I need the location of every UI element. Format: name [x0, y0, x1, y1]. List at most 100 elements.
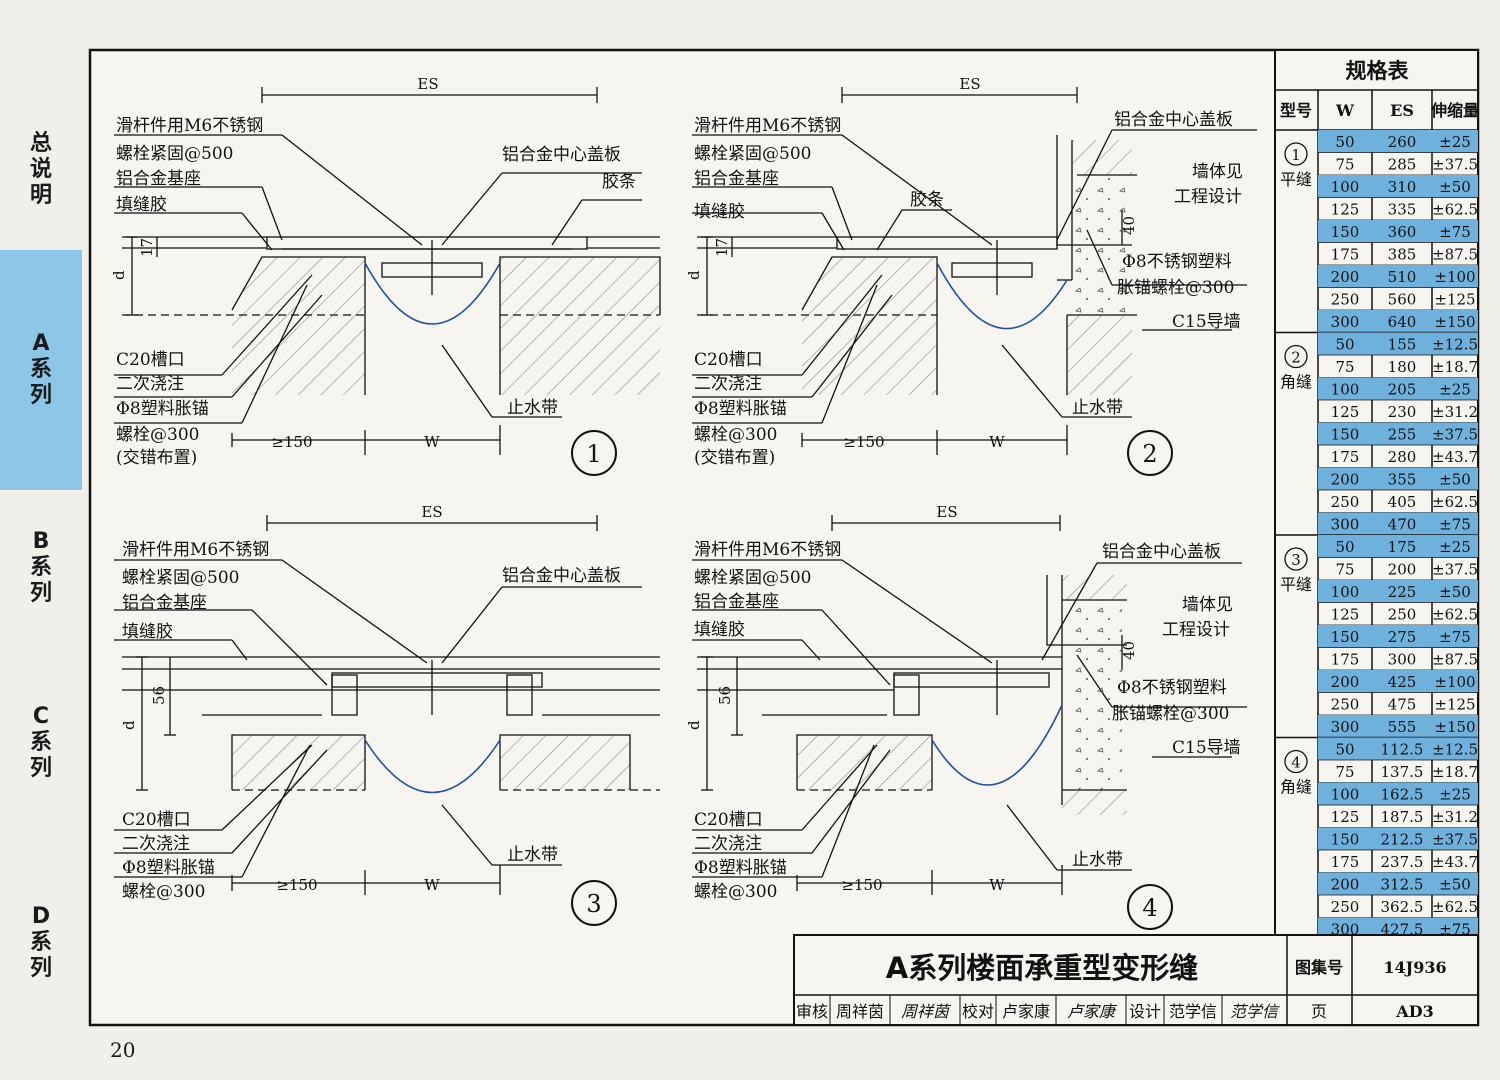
- spec-cell: 285: [1388, 156, 1417, 174]
- spec-cell: 125: [1331, 808, 1360, 826]
- detail-4-ss1: Φ8不锈钢塑料: [1117, 678, 1227, 698]
- spec-cell: 275: [1388, 628, 1417, 646]
- spec-cell: ±62.5: [1432, 606, 1478, 624]
- spec-cell: 250: [1331, 291, 1360, 309]
- spec-cell: 137.5: [1381, 763, 1424, 781]
- detail-4-min: ≥150: [841, 876, 882, 894]
- detail-1-rod: 滑杆件用M6不锈钢: [116, 116, 263, 136]
- detail-4-anchor2: 螺栓@300: [694, 882, 777, 902]
- detail-1-min: ≥150: [271, 433, 312, 451]
- detail-4-c15: C15导墙: [1172, 738, 1241, 758]
- detail-3-number: 3: [586, 890, 601, 918]
- detail-1-w: W: [424, 433, 440, 451]
- spec-cell: 75: [1335, 763, 1354, 781]
- detail-3-anchor: Φ8塑料胀锚: [122, 858, 215, 878]
- spec-row-highlight: [1318, 422, 1478, 445]
- spec-cell: ±150: [1434, 313, 1475, 331]
- spec-cell: 155: [1388, 336, 1417, 354]
- detail-1: 1 ES ≥150 W d 17 滑杆件用M6不锈钢 螺栓紧固@500 铝合金基…: [110, 75, 661, 476]
- spec-cell: ±87.5: [1432, 651, 1478, 669]
- detail-2-w: W: [989, 433, 1005, 451]
- spec-row-highlight: [1318, 535, 1478, 558]
- spec-cell: 250: [1331, 696, 1360, 714]
- spec-group-name: 平缝: [1280, 170, 1312, 189]
- spec-cell: 237.5: [1381, 853, 1424, 871]
- spec-cell: 355: [1388, 471, 1417, 489]
- spec-cell: 335: [1388, 201, 1417, 219]
- detail-3-es: ES: [421, 503, 442, 521]
- detail-3-anchor2: 螺栓@300: [122, 882, 205, 902]
- spec-cell: 150: [1331, 426, 1360, 444]
- spec-cell: 200: [1331, 268, 1360, 286]
- spec-group-circle: [1284, 344, 1308, 369]
- detail-2-min: ≥150: [843, 433, 884, 451]
- tab-label: B系列: [29, 528, 52, 606]
- spec-cell: 50: [1335, 133, 1354, 151]
- detail-3-d: d: [120, 720, 138, 730]
- spec-cell: 100: [1331, 381, 1360, 399]
- spec-cell: 385: [1388, 246, 1417, 264]
- detail-4-bolt: 螺栓紧固@500: [694, 568, 811, 588]
- detail-2-wall1: 墙体见: [1192, 162, 1243, 182]
- spec-cell: 162.5: [1381, 786, 1424, 804]
- spec-cell: ±62.5: [1432, 493, 1478, 511]
- drawing-sheet: 1 ES ≥150 W d 17 滑杆件用M6不锈钢 螺栓紧固@500 铝合金基…: [88, 48, 1480, 1027]
- spec-cell: 150: [1331, 831, 1360, 849]
- spec-row-highlight: [1318, 130, 1478, 153]
- spec-cell: 250: [1388, 606, 1417, 624]
- spec-cell: 260: [1388, 133, 1417, 151]
- detail-3-pour: 二次浇注: [122, 834, 190, 854]
- detail-4-d: d: [685, 720, 703, 730]
- spec-cell: ±62.5: [1432, 898, 1478, 916]
- spec-cell: ±100: [1434, 268, 1475, 286]
- detail-3: 3 ES ≥150 W d 56 滑杆件用M6不锈钢 螺栓紧固@500 铝合金基…: [114, 503, 660, 926]
- spec-cell: 180: [1388, 358, 1417, 376]
- detail-2-stagger: (交错布置): [694, 448, 775, 468]
- spec-cell: 470: [1388, 516, 1417, 534]
- spec-cell: ±25: [1439, 538, 1471, 556]
- spec-cell: 50: [1335, 741, 1354, 759]
- spec-cell: 312.5: [1381, 876, 1424, 894]
- tab-a-series[interactable]: A系列: [0, 250, 82, 490]
- tab-c-series[interactable]: C系列: [0, 665, 82, 820]
- tab-general[interactable]: 总说明: [0, 85, 82, 255]
- detail-4-wall2: 工程设计: [1162, 620, 1230, 640]
- spec-cell: ±18.7: [1432, 358, 1478, 376]
- detail-3-sealant: 填缝胶: [122, 622, 173, 642]
- detail-1-stagger: (交错布置): [116, 448, 197, 468]
- detail-2-rod: 滑杆件用M6不锈钢: [694, 116, 841, 136]
- spec-row-highlight: [1318, 220, 1478, 243]
- spec-cell: ±75: [1439, 223, 1471, 241]
- spec-cell: 475: [1388, 696, 1417, 714]
- tab-label: A系列: [29, 331, 52, 408]
- spec-cell: 125: [1331, 606, 1360, 624]
- detail-1-number: 1: [586, 440, 601, 468]
- spec-cell: 360: [1388, 223, 1417, 241]
- spec-group-circle: [1284, 547, 1308, 571]
- spec-row-highlight: [1318, 377, 1478, 400]
- detail-4-es: ES: [936, 503, 957, 521]
- spec-cell: 75: [1335, 156, 1354, 174]
- spec-group-number: 1: [1291, 146, 1301, 164]
- detail-4-anchor: Φ8塑料胀锚: [694, 858, 787, 878]
- spec-group-name: 平缝: [1280, 575, 1312, 594]
- spec-row-highlight: [1318, 310, 1478, 333]
- spec-row-highlight: [1318, 175, 1478, 198]
- detail-1-es: ES: [417, 75, 438, 93]
- tab-d-series[interactable]: D系列: [0, 865, 82, 1020]
- spec-header-es: ES: [1390, 101, 1414, 120]
- spec-group-name: 角缝: [1280, 778, 1312, 797]
- spec-row-highlight: [1318, 827, 1478, 850]
- detail-4-base: 铝合金基座: [694, 592, 779, 612]
- spec-cell: 187.5: [1381, 808, 1424, 826]
- spec-cell: ±37.5: [1432, 156, 1478, 174]
- tab-b-series[interactable]: B系列: [0, 490, 82, 645]
- atlas-value: 14J936: [1383, 958, 1446, 977]
- detail-2-ss2: 胀锚螺栓@300: [1117, 278, 1234, 298]
- spec-cell: ±12.5: [1432, 741, 1478, 759]
- spec-group-name: 角缝: [1280, 373, 1312, 392]
- detail-3-rod: 滑杆件用M6不锈钢: [122, 540, 269, 560]
- detail-4-w: W: [989, 876, 1005, 894]
- spec-cell: 510: [1388, 268, 1417, 286]
- design-label: 设计: [1129, 1002, 1161, 1021]
